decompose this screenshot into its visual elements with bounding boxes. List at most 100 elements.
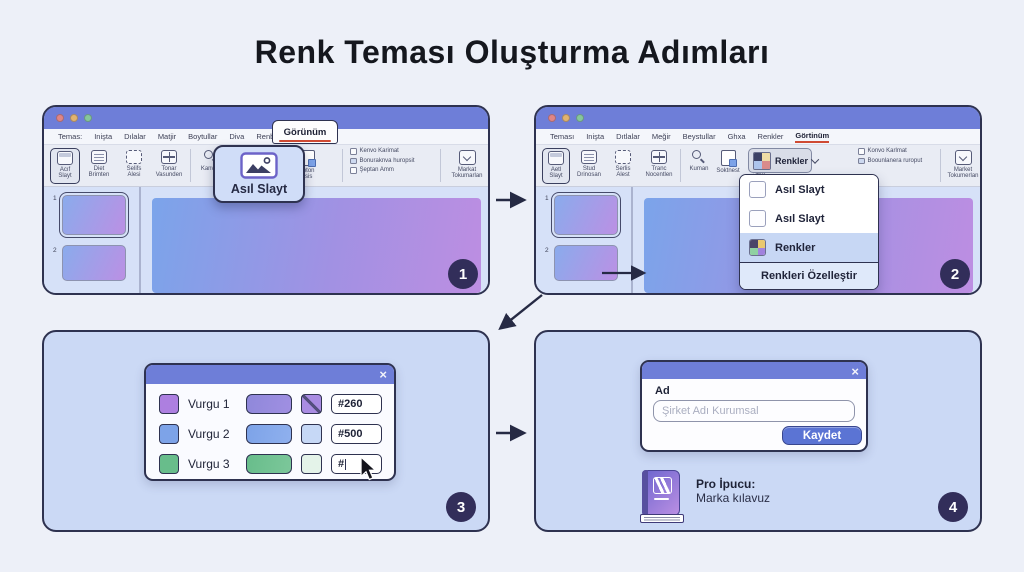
close-icon[interactable]: ×	[851, 364, 859, 379]
accent3-color-chip[interactable]	[159, 454, 179, 474]
dropdown-item-asil-slayt[interactable]: Asıl Slayt	[740, 204, 878, 233]
menu-item[interactable]: Teması	[550, 132, 575, 141]
export-box-icon	[954, 150, 972, 165]
menu-item[interactable]: Dıtlalar	[616, 132, 640, 141]
menu-item[interactable]: Renkler	[757, 132, 784, 141]
checkbox-label: Boounlanera ruroput	[867, 157, 923, 164]
zoom-tool-button[interactable]: Kuman	[686, 148, 712, 184]
toolbar-separator	[440, 149, 441, 182]
color-palette-icon	[749, 239, 766, 256]
menu-item[interactable]: Boytullar	[188, 132, 218, 141]
menu-item[interactable]: Dılalar	[124, 132, 146, 141]
checkbox-row[interactable]: Bonuraknva huropsit	[350, 157, 436, 164]
maximize-window-icon[interactable]	[84, 114, 92, 122]
accent3-preview-swatch[interactable]	[246, 454, 292, 474]
close-window-icon[interactable]	[56, 114, 64, 122]
close-window-icon[interactable]	[548, 114, 556, 122]
color-palette-icon	[753, 151, 771, 170]
menu-item[interactable]: Inişta	[94, 132, 113, 141]
menu-item[interactable]: Renbler	[256, 132, 283, 141]
window-titlebar	[44, 107, 488, 129]
outline-icon	[581, 150, 597, 164]
checkbox-row[interactable]: Boounlanera ruroput	[858, 157, 944, 164]
search-icon	[692, 150, 706, 164]
minimize-window-icon[interactable]	[70, 114, 78, 122]
save-button[interactable]: Kaydet	[782, 426, 862, 445]
search-icon	[204, 150, 218, 164]
dropdown-item-renkler-highlighted[interactable]: Renkler	[740, 233, 878, 262]
name-field-label: Ad	[655, 385, 670, 397]
menu-item[interactable]: Ghxa	[727, 132, 746, 141]
step-badge: 1	[448, 259, 478, 289]
dropdown-item-asil-slayt[interactable]: Asıl Slayt	[740, 175, 878, 204]
close-icon[interactable]: ×	[379, 367, 387, 382]
toolbar-button-label: Kuman	[689, 165, 709, 172]
asil-slayt-popover[interactable]: Asıl Slayt	[213, 145, 305, 203]
pro-tip-body: Marka kılavuz	[696, 491, 771, 505]
slide-thumbnail-selected[interactable]	[551, 192, 621, 238]
checkbox-row[interactable]: Konvo Karlmat	[858, 148, 944, 155]
accent3-variant-swatch[interactable]	[301, 454, 322, 474]
accent1-color-chip[interactable]	[159, 394, 179, 414]
accent2-hex-input[interactable]: #500	[331, 424, 382, 444]
arrow-step1-to-step2-icon	[496, 191, 527, 209]
main-slide-canvas[interactable]	[152, 198, 481, 293]
menu-item-active[interactable]: Görtinüm	[795, 131, 830, 143]
window-controls	[56, 114, 92, 122]
arrow-to-customize-icon	[602, 265, 647, 281]
menu-item[interactable]: Beystullar	[682, 132, 716, 141]
slide-thumbnail-selected[interactable]	[59, 192, 129, 238]
window-titlebar	[536, 107, 980, 129]
maximize-window-icon[interactable]	[576, 114, 584, 122]
accent2-preview-swatch[interactable]	[246, 424, 292, 444]
menu-item[interactable]: Inişta	[586, 132, 605, 141]
toolbar-button-label: Soktnest	[716, 167, 740, 174]
slide-thumbnail[interactable]	[62, 245, 126, 281]
toolbar-button[interactable]: Soktnest	[714, 148, 742, 184]
minimize-window-icon[interactable]	[562, 114, 570, 122]
dropdown-item-customize-colors[interactable]: Renkleri Özelleştir	[740, 262, 878, 289]
accent2-variant-swatch[interactable]	[301, 424, 322, 444]
slide-thumbnail[interactable]	[554, 245, 618, 281]
sidebar-divider	[139, 187, 141, 293]
menu-bar: Teması Inişta Dıtlalar Meğir Beystullar …	[536, 129, 980, 145]
customize-colors-dialog: × Vurgu 1 #260 Vurgu 2 #500 Vurgu 3 #	[144, 363, 396, 481]
tab-gorunum-active[interactable]: Görünüm	[272, 120, 338, 144]
checkbox-icon	[350, 148, 357, 155]
menu-item[interactable]: Matjir	[157, 132, 177, 141]
window-controls	[548, 114, 584, 122]
menu-item[interactable]: Meğir	[651, 132, 671, 141]
master-slide-icon	[57, 151, 73, 165]
accent1-preview-swatch[interactable]	[246, 394, 292, 414]
checkbox-group: Kenvo Karimat Bonuraknva huropsit Şeptan…	[350, 148, 436, 174]
thumbnail-number: 2	[545, 247, 549, 254]
accent1-variant-swatch[interactable]	[301, 394, 322, 414]
menu-item[interactable]: Diva	[229, 132, 245, 141]
pro-tip-title: Pro İpucu:	[696, 477, 756, 491]
selection-icon	[126, 150, 142, 164]
zoom-tool-button[interactable]: Kanvan	[196, 148, 226, 184]
pro-tip: Pro İpucu: Marka kılavuz	[640, 470, 770, 524]
toolbar-separator	[342, 149, 343, 182]
accent2-color-chip[interactable]	[159, 424, 179, 444]
checkbox-row[interactable]: Kenvo Karimat	[350, 148, 436, 155]
theme-name-input[interactable]	[653, 400, 855, 422]
menu-item[interactable]: Temas:	[58, 132, 83, 141]
dropdown-item-label: Renkler	[775, 241, 816, 254]
accent1-hex-input[interactable]: #260	[331, 394, 382, 414]
checkbox-row[interactable]: Şeptan Amm	[350, 167, 436, 174]
renkler-dropdown-button[interactable]: Renkler	[748, 148, 820, 173]
